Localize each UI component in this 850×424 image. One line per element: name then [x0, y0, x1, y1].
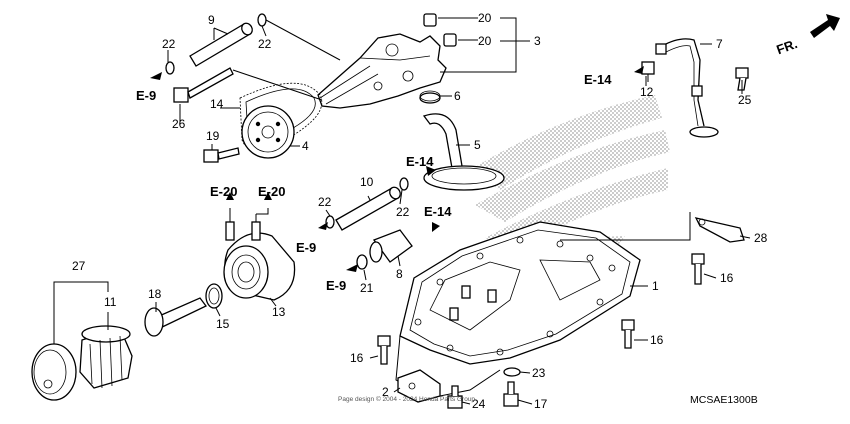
callout-24[interactable]: 24: [472, 397, 486, 411]
callout-16b[interactable]: 16: [650, 333, 664, 347]
callout-7[interactable]: 7: [716, 37, 723, 51]
washer-23: [503, 367, 521, 377]
callout-12[interactable]: 12: [640, 85, 654, 99]
ref-arrow-e14c: [432, 222, 440, 232]
callout-4[interactable]: 4: [302, 139, 309, 153]
oil-cooler-13: [223, 221, 296, 301]
callout-22a[interactable]: 22: [162, 37, 176, 51]
callout-8[interactable]: 8: [396, 267, 403, 281]
ref-e14-a[interactable]: E-14: [584, 72, 612, 87]
ref-e14-c[interactable]: E-14: [424, 204, 452, 219]
callout-20b[interactable]: 20: [478, 34, 492, 48]
seal-6: [419, 90, 441, 104]
sprocket-4: [241, 105, 295, 159]
dowel-pin-20a: [423, 13, 437, 27]
callout-22b[interactable]: 22: [258, 37, 272, 51]
callout-18[interactable]: 18: [148, 287, 162, 301]
callout-11[interactable]: 11: [104, 295, 117, 309]
callout-16a[interactable]: 16: [720, 271, 734, 285]
bolt-16c: [377, 335, 391, 365]
bolt-25: [735, 67, 749, 91]
callout-10[interactable]: 10: [360, 175, 374, 189]
ref-arrow-e9a: [150, 72, 162, 80]
callout-13[interactable]: 13: [272, 305, 286, 319]
callout-27[interactable]: 27: [72, 259, 86, 273]
callout-23[interactable]: 23: [532, 366, 546, 380]
ref-e9-c[interactable]: E-9: [326, 278, 346, 293]
callout-2[interactable]: 2: [382, 385, 389, 399]
callout-5[interactable]: 5: [474, 138, 481, 152]
o-ring-22d: [325, 215, 335, 229]
oil-strainer-5: [422, 113, 505, 191]
bolt-26: [173, 67, 234, 103]
ref-arrow-e20b: [264, 192, 272, 200]
callout-28[interactable]: 28: [754, 231, 768, 245]
ref-e20-b[interactable]: E-20: [258, 184, 285, 199]
callout-9[interactable]: 9: [208, 13, 215, 27]
callout-22d[interactable]: 22: [396, 205, 410, 219]
callout-25[interactable]: 25: [738, 93, 752, 107]
ref-e20-a[interactable]: E-20: [210, 184, 237, 199]
relief-valve-8: [369, 229, 413, 263]
bolt-16a: [691, 253, 705, 285]
callout-1[interactable]: 1: [652, 279, 659, 293]
ref-arrow-e9c: [346, 264, 358, 272]
washer-21: [356, 254, 368, 270]
oil-filter-11: [79, 325, 133, 389]
ref-arrow-e20a: [226, 192, 234, 200]
callout-14[interactable]: 14: [210, 97, 224, 111]
bolt-16b: [621, 319, 635, 349]
o-ring-22a: [257, 13, 267, 27]
copyright-note: Page design © 2004 - 2024 Honda Parts Gr…: [338, 395, 475, 403]
callout-19[interactable]: 19: [206, 129, 220, 143]
o-ring-22c: [399, 177, 409, 191]
callout-3[interactable]: 3: [534, 34, 541, 48]
bracket-2: [397, 369, 441, 403]
ref-arrow-e9b: [318, 222, 328, 230]
filter-cap-27: [31, 343, 77, 401]
callout-20a[interactable]: 20: [478, 11, 492, 25]
o-ring-22b: [165, 61, 175, 75]
ref-e14-b[interactable]: E-14: [406, 154, 434, 169]
oil-gauge-7: [655, 38, 719, 138]
oil-pan-1: [395, 221, 641, 399]
ref-e9-b[interactable]: E-9: [296, 240, 316, 255]
callout-26[interactable]: 26: [172, 117, 186, 131]
leader-lines: [155, 28, 751, 405]
drain-bolt-17: [503, 381, 519, 407]
dowel-pin-20b: [443, 33, 457, 47]
callout-17[interactable]: 17: [534, 397, 548, 411]
bolt-19: [203, 147, 240, 163]
callout-21[interactable]: 21: [360, 281, 374, 295]
callout-6[interactable]: 6: [454, 89, 461, 103]
center-bolt-18: [144, 297, 207, 337]
pipe-10: [335, 186, 401, 231]
bracket-28: [694, 217, 745, 243]
pipe-9: [189, 22, 253, 67]
nut-12: [641, 61, 655, 75]
ref-arrow-e14b: [426, 166, 436, 176]
diagram-code: MCSAE1300B: [690, 394, 758, 406]
front-direction-arrow-icon: [810, 14, 840, 38]
o-ring-15: [205, 283, 223, 309]
ref-arrow-e14a: [634, 66, 644, 74]
callout-15[interactable]: 15: [216, 317, 230, 331]
oil-pump: [317, 33, 447, 109]
ref-e9-a[interactable]: E-9: [136, 88, 156, 103]
callout-22c[interactable]: 22: [318, 195, 332, 209]
callout-16c[interactable]: 16: [350, 351, 364, 365]
front-label: FR.: [774, 36, 799, 57]
